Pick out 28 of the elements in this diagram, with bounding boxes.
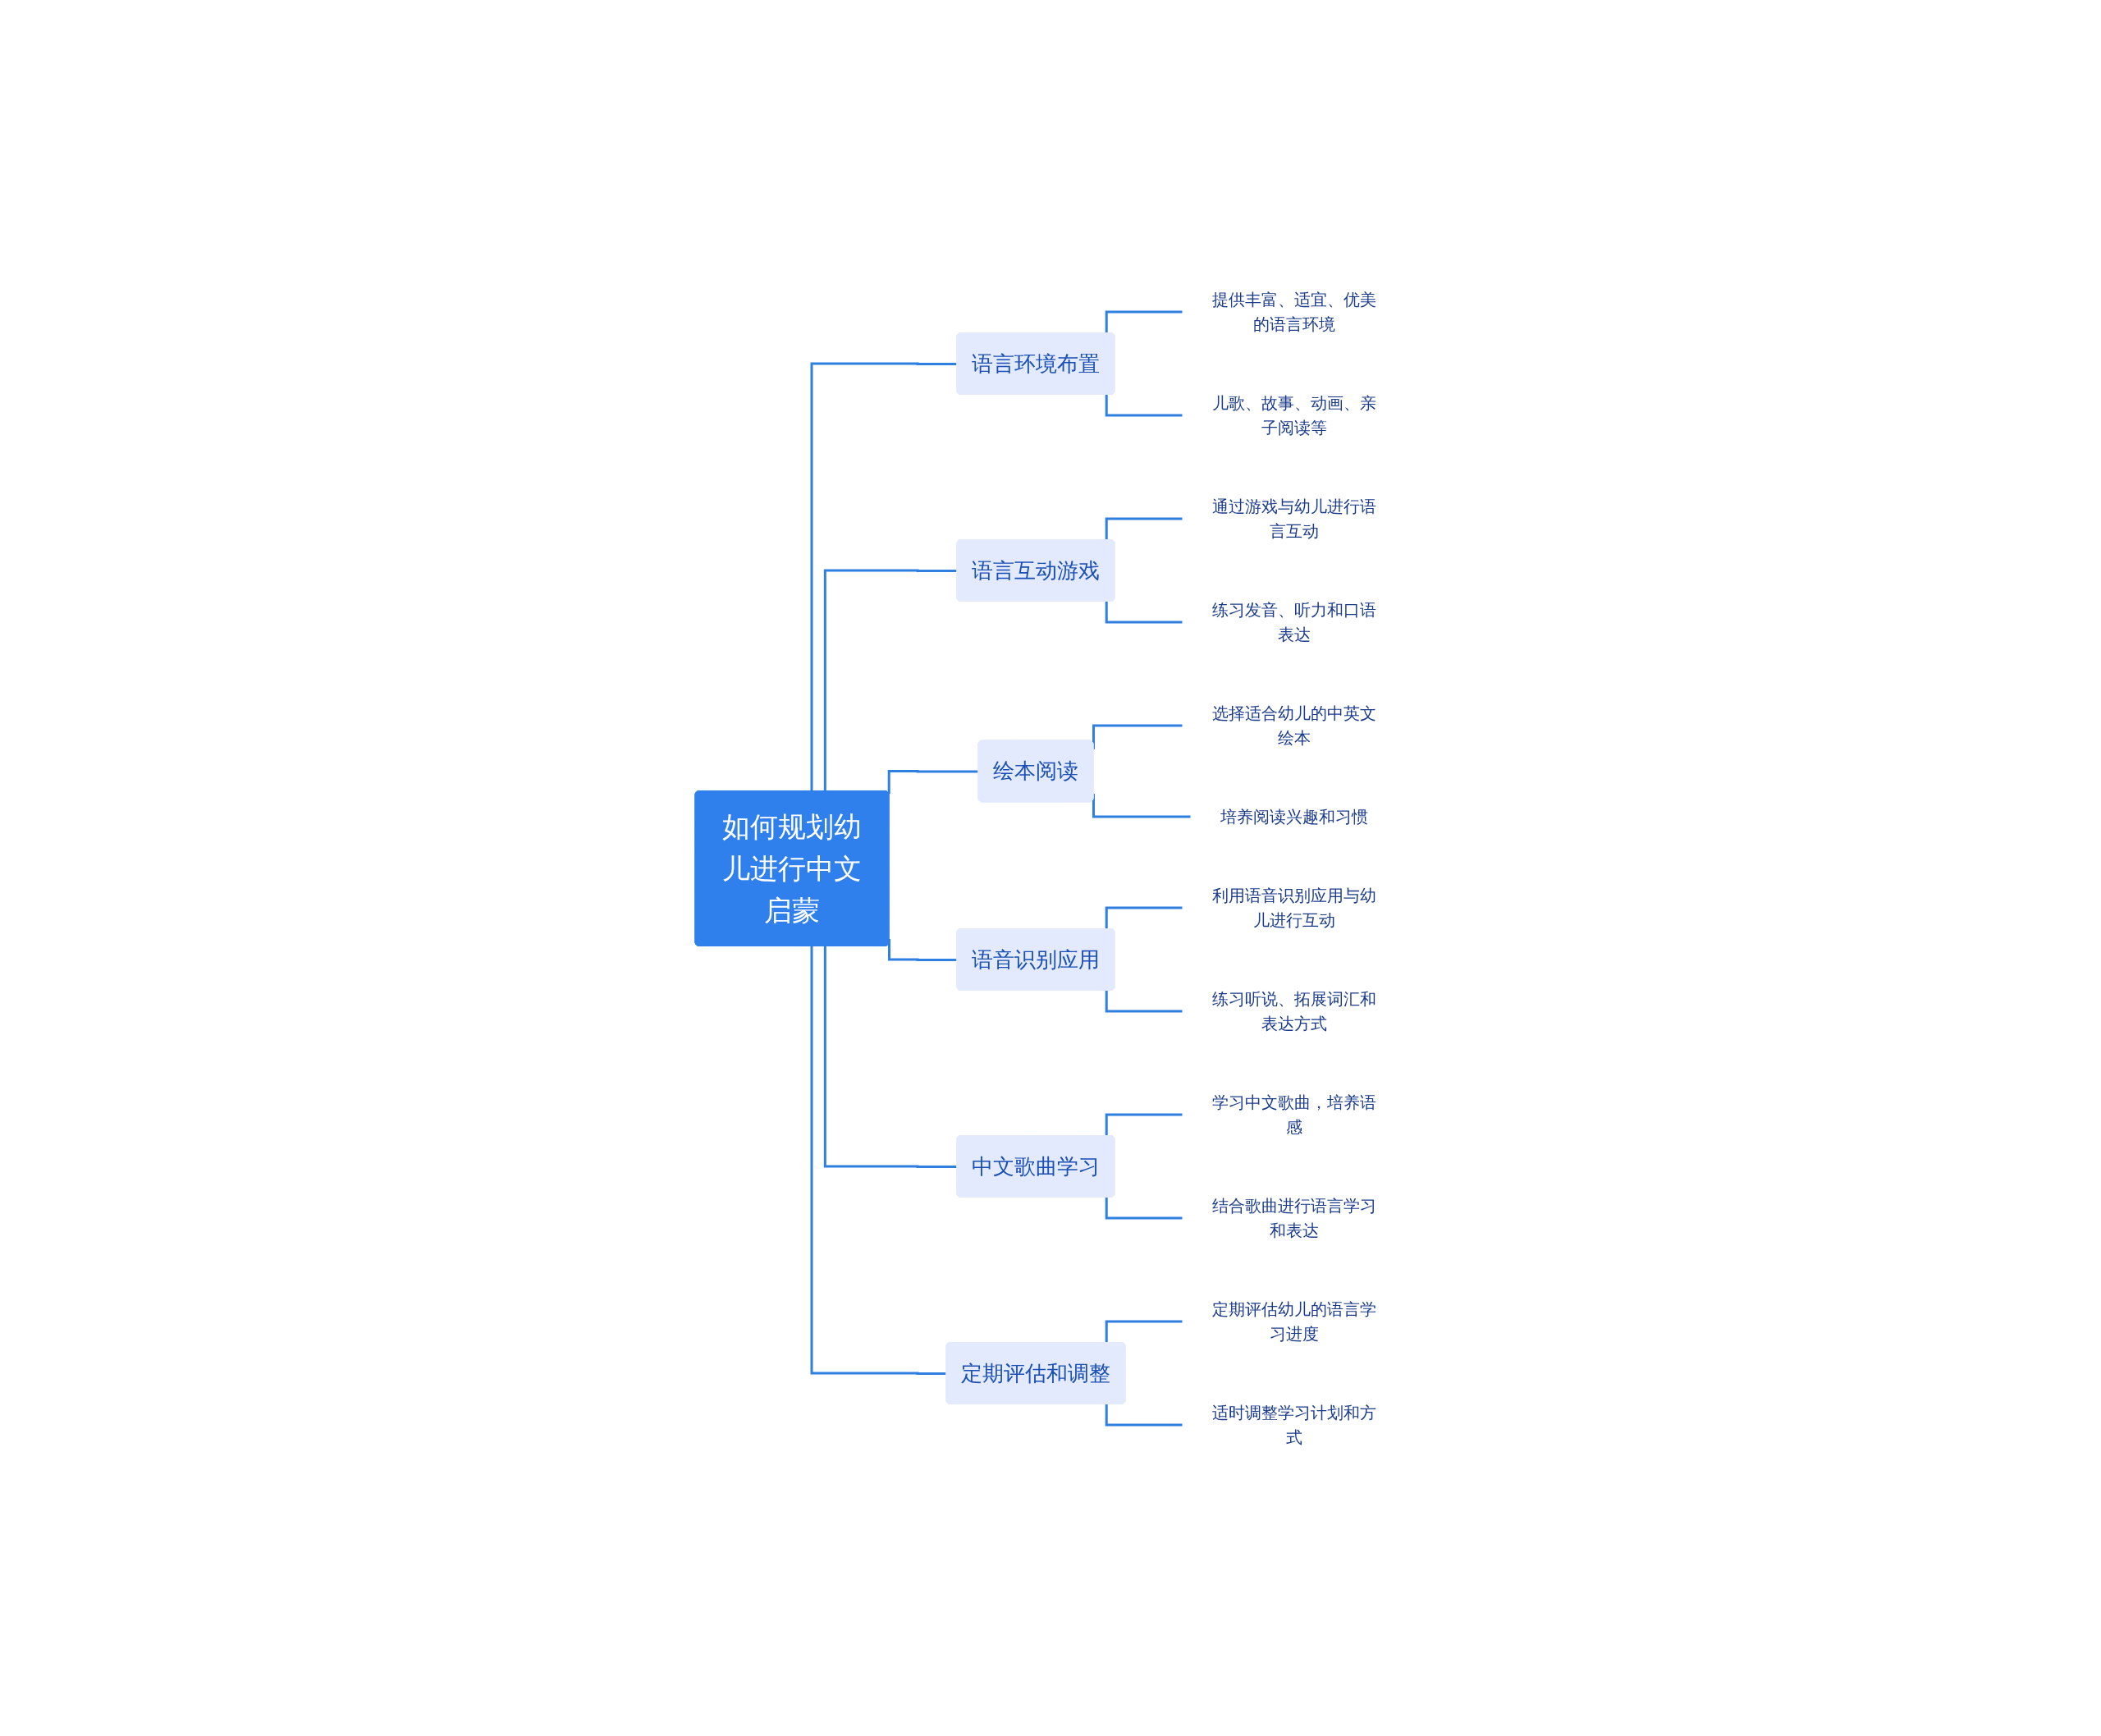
connector xyxy=(888,938,958,961)
connector xyxy=(1105,1320,1183,1343)
connector xyxy=(1105,1113,1183,1136)
node-text: 通过游戏与幼儿进行语言互动 xyxy=(1212,496,1376,541)
node-text: 适时调整学习计划和方式 xyxy=(1212,1402,1376,1447)
node-text: 儿歌、故事、动画、亲子阅读等 xyxy=(1212,392,1376,437)
node-text: 选择适合幼儿的中英文绘本 xyxy=(1212,703,1376,748)
connector xyxy=(1105,601,1183,623)
connector xyxy=(823,569,958,791)
connector xyxy=(1105,1197,1183,1219)
connector xyxy=(1105,906,1183,929)
node-text: 提供丰富、适宜、优美的语言环境 xyxy=(1212,289,1376,334)
node-text: 学习中文歌曲，培养语感 xyxy=(1212,1092,1376,1137)
connector xyxy=(1105,517,1183,540)
node-text: 练习发音、听力和口语表达 xyxy=(1212,599,1376,644)
connector xyxy=(823,946,958,1168)
connector xyxy=(1105,394,1183,416)
connector xyxy=(810,362,958,791)
connector xyxy=(887,769,979,794)
connector xyxy=(1105,1404,1183,1426)
node-text: 利用语音识别应用与幼儿进行互动 xyxy=(1212,885,1376,930)
node-text: 培养阅读兴趣和习惯 xyxy=(1220,806,1368,827)
connector xyxy=(810,946,947,1375)
node-text: 定期评估幼儿的语言学习进度 xyxy=(1212,1299,1376,1344)
node-text: 结合歌曲进行语言学习和表达 xyxy=(1212,1195,1376,1240)
node-text: 练习听说、拓展词汇和表达方式 xyxy=(1212,988,1376,1033)
connector xyxy=(1105,310,1183,333)
connector xyxy=(1105,990,1183,1012)
